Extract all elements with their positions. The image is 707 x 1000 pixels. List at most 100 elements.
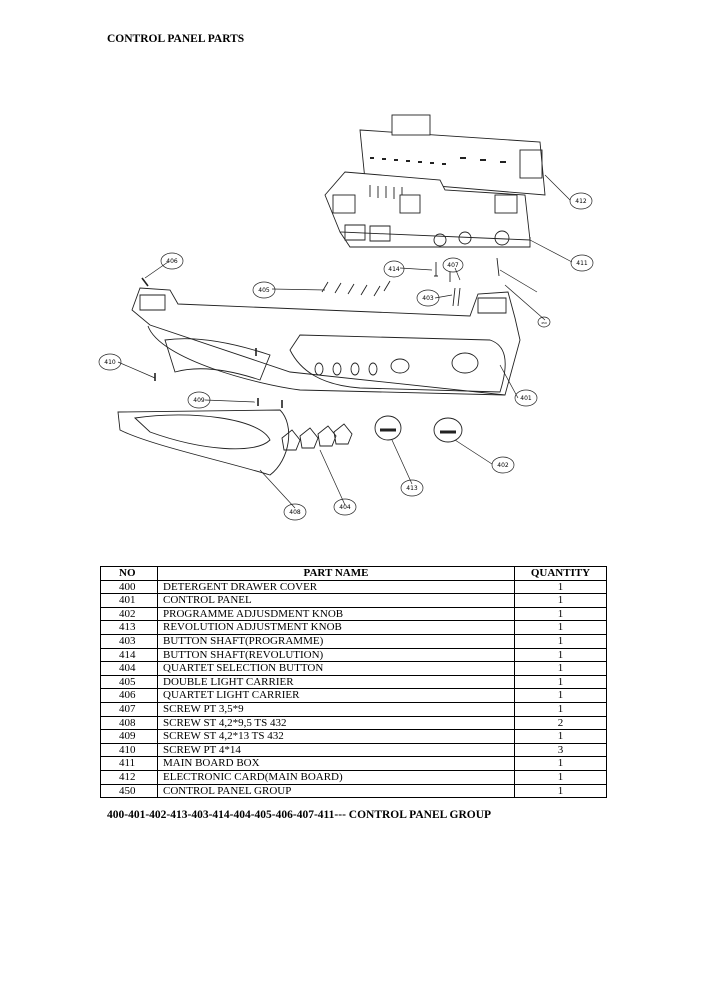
part-name-cell: QUARTET SELECTION BUTTON <box>157 661 515 676</box>
part-name-cell: CONTROL PANEL <box>157 593 515 608</box>
callout-402 <box>491 456 515 474</box>
part-number-cell: 407 <box>100 701 158 717</box>
part-number-cell: 404 <box>100 661 158 676</box>
quantity-cell: 1 <box>514 674 607 690</box>
callout-label: 411 <box>576 260 588 267</box>
knobs-drawing <box>281 415 463 451</box>
quantity-cell: 1 <box>514 593 607 608</box>
part-number-cell: 413 <box>100 620 158 635</box>
column-header-no: NO <box>100 566 158 581</box>
part-name-cell: DOUBLE LIGHT CARRIER <box>157 674 515 690</box>
part-number-cell: 412 <box>100 769 158 785</box>
quantity-cell: 1 <box>514 606 607 622</box>
quantity-cell: 1 <box>514 769 607 785</box>
callout-411 <box>570 254 594 272</box>
footer-note: 400-401-402-413-403-414-404-405-406-407-… <box>107 809 492 821</box>
control-panel-drawing <box>131 287 521 396</box>
quantity-cell: 1 <box>514 783 607 799</box>
quantity-cell: 1 <box>514 701 607 717</box>
callout-label: 450 <box>541 321 547 325</box>
quantity-cell: 1 <box>514 756 607 771</box>
part-number-cell: 450 <box>100 783 158 799</box>
callout-401 <box>514 389 538 407</box>
callout-413 <box>400 479 424 497</box>
part-number-cell: 408 <box>100 715 158 731</box>
part-name-cell: ELECTRONIC CARD(MAIN BOARD) <box>157 769 515 785</box>
callout-label: 412 <box>575 198 587 205</box>
page-title: CONTROL PANEL PARTS <box>107 33 245 45</box>
part-name-cell: PROGRAMME ADJUSDMENT KNOB <box>157 606 515 622</box>
quantity-cell: 1 <box>514 633 607 649</box>
quantity-cell: 1 <box>514 729 607 744</box>
callout-label: 405 <box>258 287 270 294</box>
callout-412 <box>569 192 593 210</box>
callout-label: 408 <box>289 509 301 516</box>
leader-lines <box>117 174 573 509</box>
part-name-cell: REVOLUTION ADJUSTMENT KNOB <box>157 620 515 635</box>
callout-414 <box>383 260 405 278</box>
callout-410 <box>98 353 122 371</box>
callout-label: 413 <box>406 485 418 492</box>
light-carrier-drawing <box>321 257 500 307</box>
quantity-cell: 1 <box>514 579 607 595</box>
quantity-cell: 1 <box>514 688 607 703</box>
callout-label: 401 <box>520 395 532 402</box>
part-name-cell: BUTTON SHAFT(PROGRAMME) <box>157 633 515 649</box>
quantity-cell: 2 <box>514 715 607 731</box>
table-header-row: NO PART NAME QUANTITY <box>100 566 607 581</box>
callout-label: 403 <box>422 295 434 302</box>
part-number-cell: 402 <box>100 606 158 622</box>
part-name-cell: SCREW PT 4*14 <box>157 742 515 758</box>
part-name-cell: SCREW ST 4,2*9,5 TS 432 <box>157 715 515 731</box>
callout-label: 406 <box>166 258 178 265</box>
callout-403 <box>416 289 440 307</box>
callout-405 <box>252 281 276 299</box>
part-name-cell: CONTROL PANEL GROUP <box>157 783 515 799</box>
part-name-cell: MAIN BOARD BOX <box>157 756 515 771</box>
part-name-cell: SCREW ST 4,2*13 TS 432 <box>157 729 515 744</box>
part-number-cell: 400 <box>100 579 158 595</box>
part-name-cell: DETERGENT DRAWER COVER <box>157 579 515 595</box>
part-number-cell: 409 <box>100 729 158 744</box>
callout-label: 407 <box>447 262 459 269</box>
part-number-cell: 403 <box>100 633 158 649</box>
callout-407 <box>442 257 464 273</box>
drawer-cover-drawing <box>117 409 290 476</box>
part-number-cell: 406 <box>100 688 158 703</box>
callouts: 412 411 450 414 407 405 406 403 410 409 … <box>98 192 594 521</box>
part-name-cell: QUARTET LIGHT CARRIER <box>157 688 515 703</box>
callout-label: 402 <box>497 462 509 469</box>
column-header-part-name: PART NAME <box>157 566 515 581</box>
part-number-cell: 411 <box>100 756 158 771</box>
part-number-cell: 405 <box>100 674 158 690</box>
callout-label: 409 <box>193 397 205 404</box>
quantity-cell: 1 <box>514 620 607 635</box>
part-number-cell: 410 <box>100 742 158 758</box>
callout-409 <box>187 391 211 409</box>
exploded-parts-diagram: 412 411 450 414 407 405 406 403 410 409 … <box>98 114 594 521</box>
quantity-cell: 3 <box>514 742 607 758</box>
callout-label: 414 <box>388 266 400 273</box>
part-number-cell: 414 <box>100 647 158 663</box>
part-number-cell: 401 <box>100 593 158 608</box>
screws-drawing <box>141 277 283 408</box>
quantity-cell: 1 <box>514 647 607 663</box>
callout-label: 404 <box>339 504 351 511</box>
callout-406 <box>160 252 184 270</box>
part-name-cell: SCREW PT 3,5*9 <box>157 701 515 717</box>
